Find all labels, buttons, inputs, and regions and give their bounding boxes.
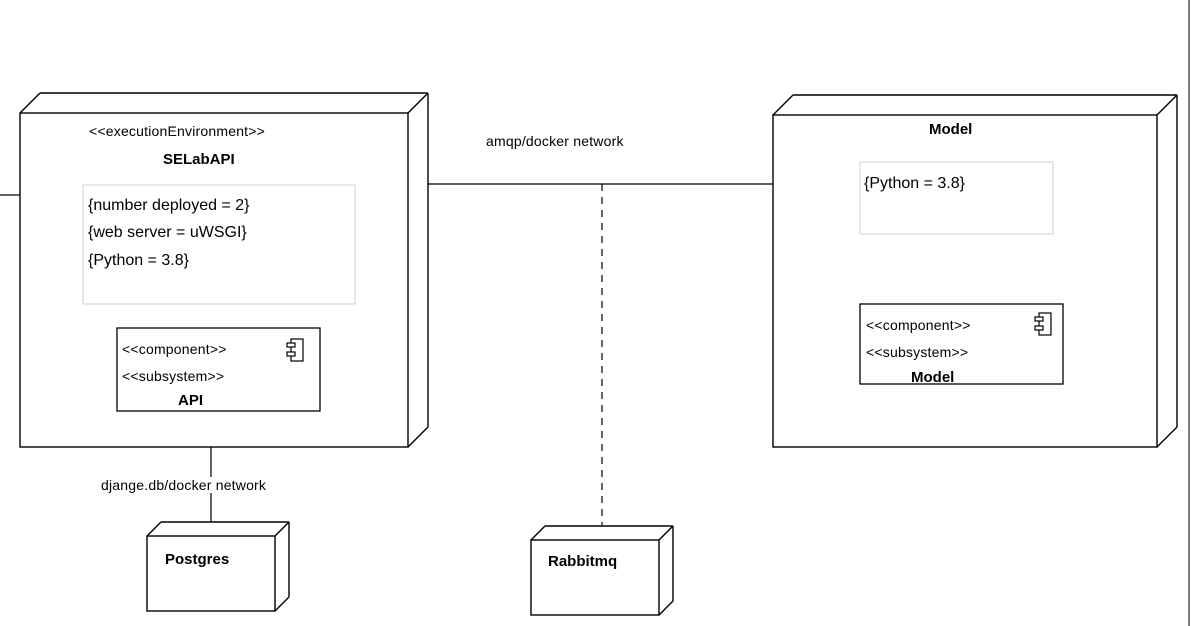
amqp-connector-label: amqp/docker network	[486, 133, 624, 149]
rabbitmq-node-name: Rabbitmq	[548, 553, 618, 570]
component-icon	[286, 338, 304, 362]
api-subsystem-stereotype: <<subsystem>>	[122, 368, 225, 384]
model-component-box[interactable]	[859, 303, 1064, 385]
model-component-stereotype: <<component>>	[866, 317, 971, 333]
selabapi-property: {web server = uWSGI}	[88, 224, 247, 241]
model-subsystem-stereotype: <<subsystem>>	[866, 344, 969, 360]
model-property: {Python = 3.8}	[864, 175, 965, 192]
model-properties-box	[859, 161, 1054, 235]
selabapi-stereotype: <<executionEnvironment>>	[89, 123, 266, 139]
api-component-name: API	[178, 392, 204, 409]
selabapi-property: {Python = 3.8}	[88, 252, 189, 269]
model-node-name: Model	[929, 121, 973, 138]
selabapi-properties-box	[82, 184, 356, 305]
api-component-box[interactable]	[116, 327, 321, 412]
selabapi-node-name: SELabAPI	[163, 151, 235, 168]
model-node[interactable]	[772, 94, 1178, 448]
selabapi-property: {number deployed = 2}	[88, 197, 250, 214]
rabbitmq-node[interactable]	[530, 525, 674, 616]
component-icon	[1034, 312, 1052, 336]
api-component-stereotype: <<component>>	[122, 341, 227, 357]
model-component-name: Model	[911, 369, 955, 386]
postgres-node-name: Postgres	[165, 551, 230, 568]
postgres-node[interactable]	[146, 521, 290, 612]
db-connector-label: djange.db/docker network	[99, 477, 269, 493]
